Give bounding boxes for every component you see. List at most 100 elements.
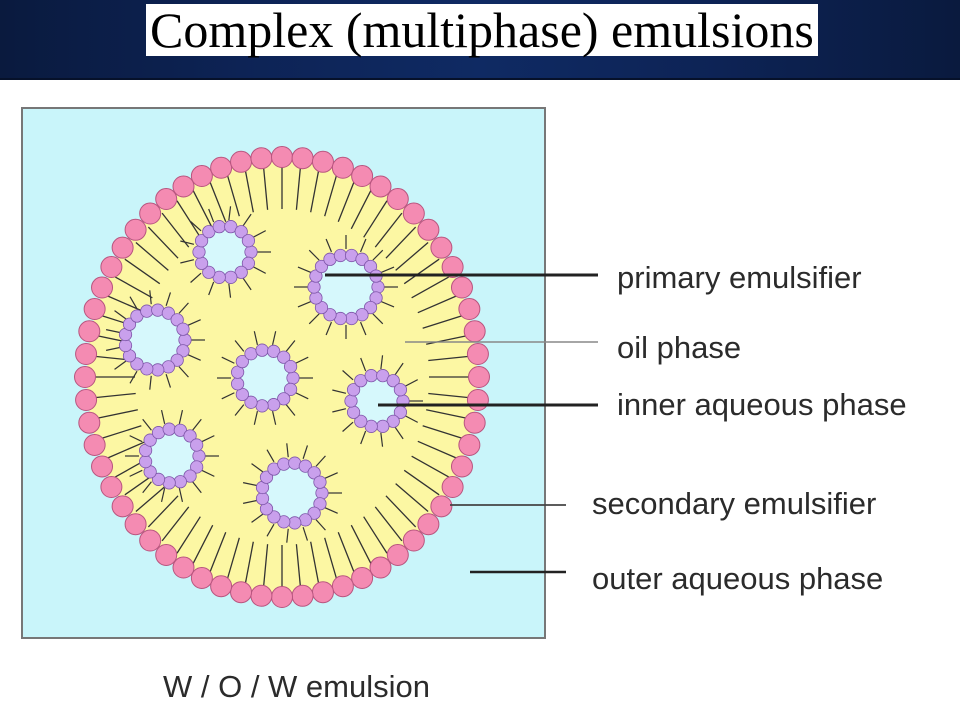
primary-emulsifier-bead (307, 506, 321, 520)
primary-emulsifier-bead (151, 363, 165, 377)
secondary-emulsifier-bead (155, 543, 178, 566)
primary-emulsifier-tail (242, 482, 257, 487)
primary-emulsifier-tail (394, 426, 404, 440)
secondary-emulsifier-bead (271, 586, 293, 608)
primary-emulsifier-bead (298, 459, 312, 473)
primary-emulsifier-tail (178, 410, 184, 424)
primary-emulsifier-tail (180, 240, 195, 245)
secondary-emulsifier-bead (450, 455, 473, 478)
diagram-caption: W / O / W emulsion (163, 669, 430, 704)
secondary-emulsifier-bead (190, 566, 213, 589)
radial-tail (176, 200, 201, 238)
primary-emulsifier-tail (201, 435, 215, 443)
primary-emulsifier-bead (344, 311, 359, 326)
secondary-emulsifier-bead (74, 366, 96, 388)
secondary-emulsifier-bead (172, 175, 195, 198)
primary-emulsifier-tail (295, 356, 309, 364)
primary-emulsifier-bead (234, 225, 248, 239)
primary-emulsifier-bead (363, 300, 378, 315)
secondary-emulsifier-bead (155, 188, 178, 211)
secondary-emulsifier-bead (466, 343, 489, 366)
primary-emulsifier-bead (194, 256, 209, 270)
primary-emulsifier-tail (308, 313, 320, 325)
primary-emulsifier-tail (251, 463, 264, 473)
primary-emulsifier-bead (130, 357, 144, 371)
primary-emulsifier-tail (187, 354, 201, 361)
primary-emulsifier-tail (149, 375, 152, 390)
secondary-emulsifier-bead (417, 513, 440, 536)
primary-emulsifier-bead (170, 353, 184, 367)
primary-emulsifier-tail (242, 213, 252, 227)
primary-emulsifier-tail (405, 415, 419, 423)
primary-emulsifier-tail (372, 313, 384, 325)
inner-droplet (242, 443, 342, 543)
primary-emulsifier-bead (277, 457, 291, 471)
primary-emulsifier-bead (286, 371, 300, 385)
radial-tail (403, 469, 440, 496)
secondary-emulsifier-bead (78, 320, 101, 343)
secondary-emulsifier-bead (100, 256, 123, 278)
title-bar: Complex (multiphase) emulsions (0, 0, 960, 80)
secondary-emulsifier-bead (450, 276, 473, 299)
primary-emulsifier-bead (344, 394, 358, 408)
primary-emulsifier-bead (376, 419, 390, 433)
primary-emulsifier-bead (313, 475, 327, 489)
inner-aqueous-core (125, 310, 185, 370)
primary-emulsifier-bead (255, 491, 270, 506)
secondary-emulsifier-bead (430, 495, 453, 518)
primary-emulsifier-tail (105, 346, 120, 351)
radial-tail (100, 425, 142, 440)
primary-emulsifier-tail (178, 366, 189, 378)
primary-emulsifier-bead (194, 234, 209, 248)
secondary-emulsifier-bead (458, 433, 481, 456)
radial-tail (107, 440, 147, 459)
primary-emulsifier-bead (235, 354, 249, 369)
primary-emulsifier-tail (405, 379, 419, 387)
secondary-emulsifier-bead (291, 584, 314, 607)
primary-emulsifier-tail (114, 310, 127, 320)
primary-emulsifier-tail (129, 296, 138, 310)
secondary-emulsifier-bead (369, 556, 392, 579)
primary-emulsifier-tail (315, 455, 326, 467)
primary-emulsifier-bead (386, 374, 400, 388)
primary-emulsifier-tail (325, 321, 333, 336)
primary-emulsifier-tail (129, 435, 143, 443)
primary-emulsifier-tail (332, 389, 347, 394)
inner-aqueous-core (351, 375, 403, 427)
primary-emulsifier-tail (221, 356, 235, 364)
label-outer-aqueous-phase: outer aqueous phase (592, 561, 883, 596)
radial-tail (428, 355, 471, 362)
primary-emulsifier-tail (332, 408, 347, 413)
radial-tail (192, 524, 214, 565)
radial-tail (96, 409, 138, 419)
radial-tail (310, 168, 320, 213)
primary-emulsifier-tail (105, 329, 120, 334)
primary-emulsifier-tail (190, 272, 202, 283)
primary-emulsifier-tail (228, 283, 232, 298)
primary-emulsifier-tail (372, 249, 384, 261)
radial-tail (417, 295, 457, 314)
radial-tail (310, 541, 320, 586)
radial-tail (324, 173, 338, 217)
radial-tail (385, 226, 417, 259)
label-inner-aqueous-phase: inner aqueous phase (617, 387, 907, 422)
inner-aqueous-core (237, 350, 293, 406)
primary-emulsifier-tail (394, 362, 404, 376)
secondary-emulsifier-bead (230, 581, 253, 604)
radial-tail (411, 276, 450, 299)
inner-aqueous-core (145, 429, 199, 483)
secondary-emulsifier-bead (91, 455, 114, 478)
secondary-emulsifier-bead (430, 236, 453, 259)
primary-emulsifier-tail (192, 481, 202, 494)
primary-emulsifier-tail (208, 208, 215, 223)
primary-emulsifier-bead (183, 429, 197, 443)
primary-emulsifier-bead (178, 333, 192, 347)
secondary-emulsifier-bead (100, 476, 123, 498)
primary-emulsifier-bead (202, 265, 216, 279)
primary-emulsifier-bead (288, 516, 302, 530)
radial-tail (262, 544, 269, 589)
secondary-emulsifier-bead (78, 411, 101, 434)
primary-emulsifier-tail (324, 507, 338, 514)
primary-emulsifier-tail (149, 290, 152, 305)
radial-tail (411, 455, 450, 478)
